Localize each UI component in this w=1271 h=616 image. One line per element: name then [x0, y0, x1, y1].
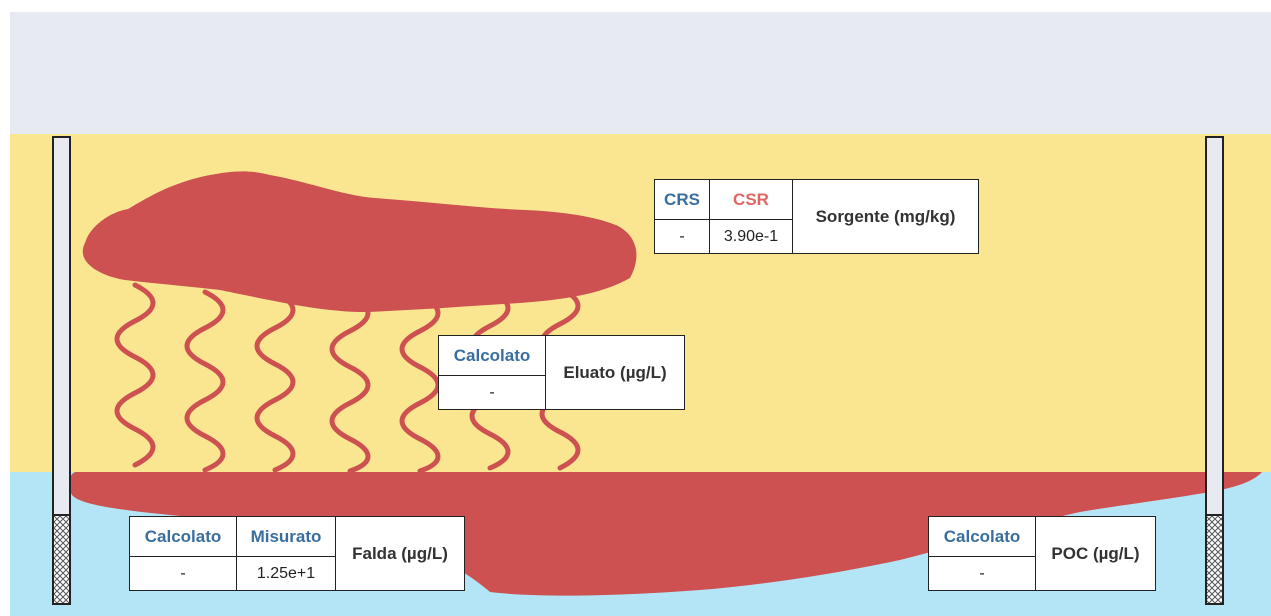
well-screen: [52, 514, 71, 605]
falda-misurato-value: 1.25e+1: [236, 556, 336, 591]
poc-table: Calcolato POC (µg/L) -: [928, 515, 1156, 591]
contaminant-source: [82, 171, 637, 312]
poc-calcolato-header: Calcolato: [928, 515, 1036, 558]
source-table: CRS CSR Sorgente (mg/kg) - 3.90e-1: [654, 178, 979, 254]
falda-calcolato-value: -: [129, 556, 237, 591]
falda-misurato-header: Misurato: [236, 515, 336, 558]
leaching-wave: [114, 282, 156, 468]
csr-header: CSR: [709, 178, 793, 221]
eluate-calcolato-value: -: [438, 375, 546, 410]
csr-value: 3.90e-1: [709, 219, 793, 254]
eluate-table: Calcolato Eluato (µg/L) -: [438, 334, 685, 410]
poc-label: POC (µg/L): [1035, 516, 1156, 591]
sky-layer: [10, 12, 1271, 134]
source-label: Sorgente (mg/kg): [792, 179, 979, 254]
groundwater-plume: [68, 472, 1263, 596]
eluate-label: Eluato (µg/L): [545, 335, 685, 410]
eluate-calcolato-header: Calcolato: [438, 334, 546, 377]
crs-value: -: [654, 219, 710, 254]
leaching-waves: [114, 282, 581, 474]
well-casing: [52, 136, 71, 516]
leaching-wave: [399, 292, 441, 474]
well-screen: [1205, 514, 1224, 605]
falda-calcolato-header: Calcolato: [129, 515, 237, 558]
aquifer-table: Calcolato Misurato Falda (µg/L) - 1.25e+…: [129, 515, 465, 591]
crs-header: CRS: [654, 178, 710, 221]
falda-label: Falda (µg/L): [335, 516, 465, 591]
well-casing: [1205, 136, 1224, 516]
poc-calcolato-value: -: [928, 556, 1036, 591]
leaching-wave: [184, 289, 226, 473]
leaching-wave: [254, 289, 296, 473]
monitoring-well-left: [52, 136, 71, 605]
leaching-wave: [329, 292, 371, 474]
monitoring-well-right: [1205, 136, 1224, 605]
